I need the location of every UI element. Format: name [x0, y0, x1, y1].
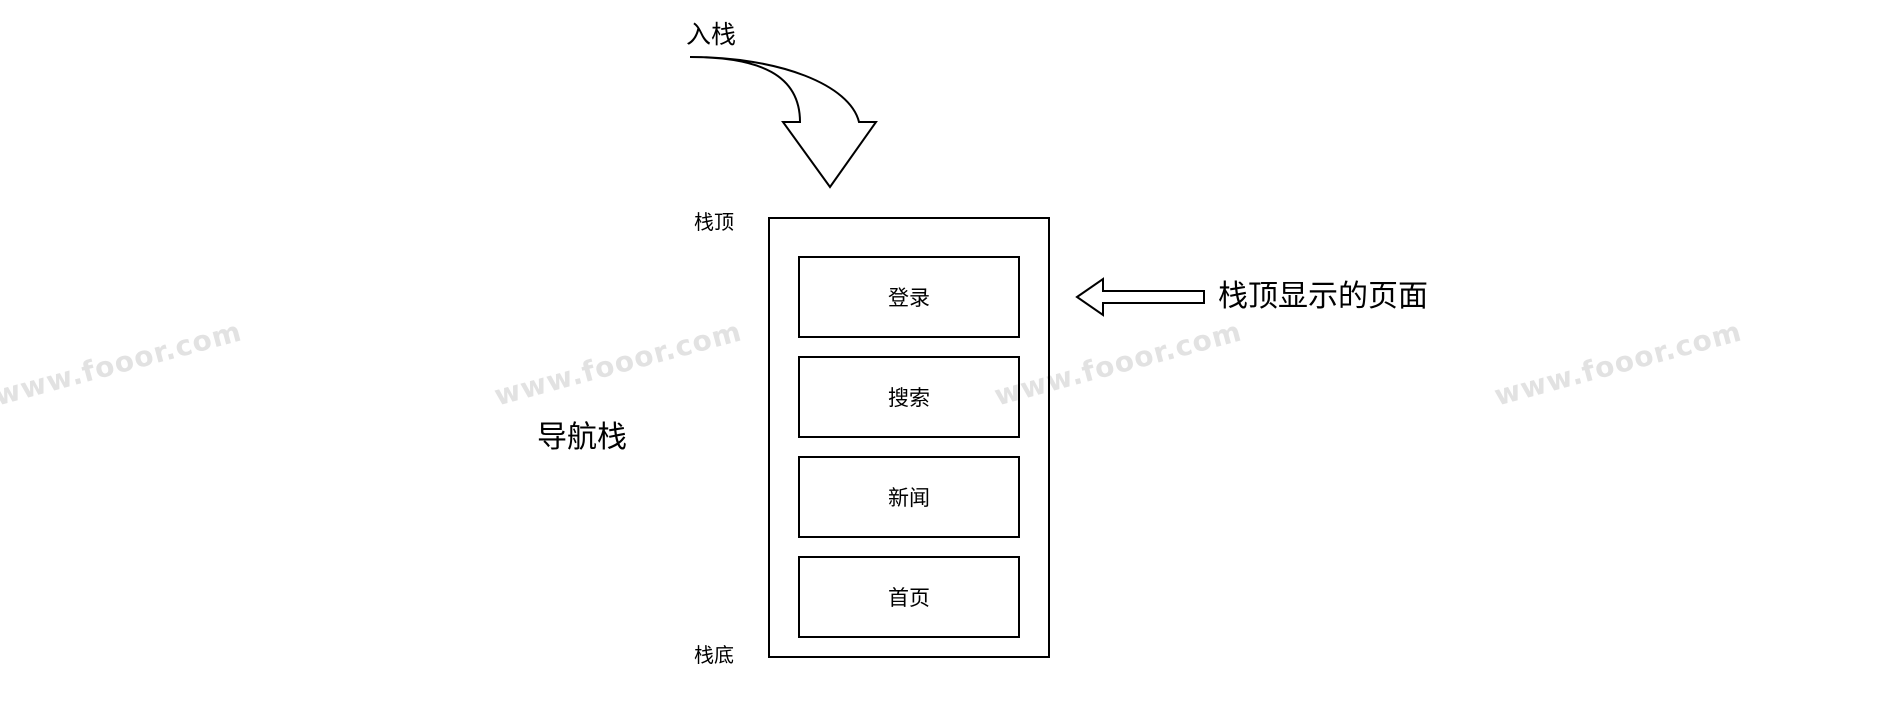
left-arrow-icon — [1075, 277, 1205, 317]
stack-item-login: 登录 — [798, 256, 1020, 338]
stack-item-home: 首页 — [798, 556, 1020, 638]
nav-stack-label: 导航栈 — [537, 420, 627, 455]
nav-stack-container — [768, 217, 1050, 658]
stack-bottom-label: 栈底 — [694, 643, 734, 667]
top-page-label: 栈顶显示的页面 — [1218, 279, 1428, 314]
push-label: 入栈 — [686, 20, 737, 49]
stack-item-news: 新闻 — [798, 456, 1020, 538]
stack-top-label: 栈顶 — [694, 210, 734, 234]
push-curved-arrow — [689, 56, 878, 189]
stack-item-search: 搜索 — [798, 356, 1020, 438]
